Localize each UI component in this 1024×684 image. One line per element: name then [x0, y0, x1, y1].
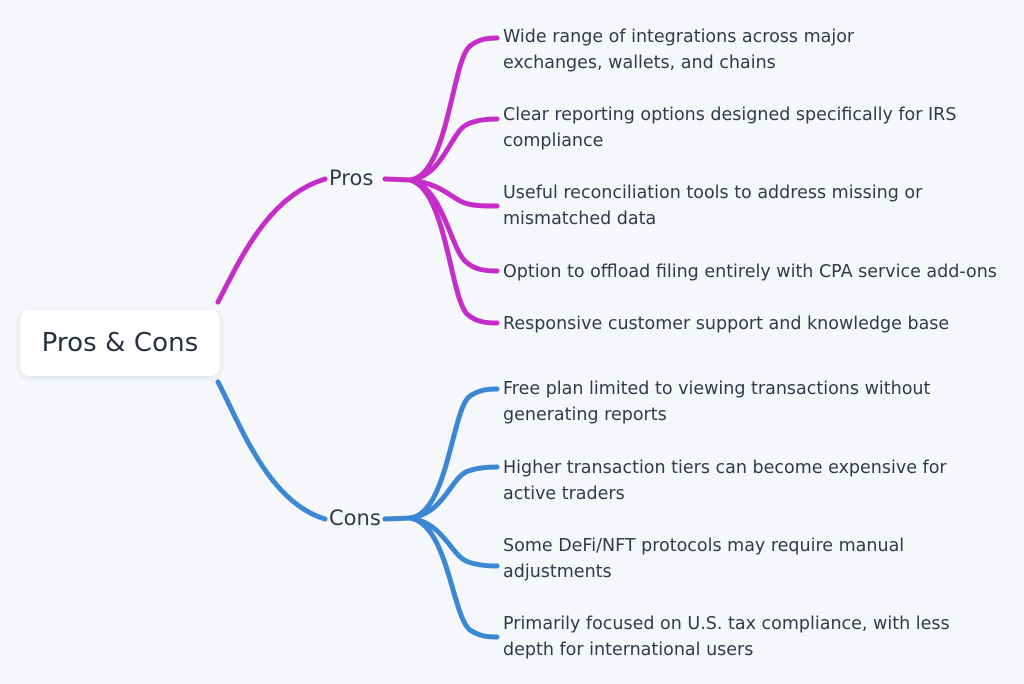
edge-pros-item-4: [407, 177, 500, 274]
edge-pros-item-2: [407, 116, 500, 183]
edge-cons-item-1: [407, 386, 500, 521]
branch-label-pros[interactable]: Pros: [329, 166, 374, 190]
edge-cons-stub: [382, 515, 415, 522]
leaf-pros-3[interactable]: Useful reconciliation tools to address m…: [503, 183, 923, 229]
leaf-pros-1[interactable]: Wide range of integrations across major …: [503, 27, 855, 73]
root-node-label: Pros & Cons: [41, 328, 199, 358]
edge-cons-item-4: [407, 515, 500, 640]
branch-label-cons[interactable]: Cons: [329, 506, 381, 530]
leaf-cons-3[interactable]: Some DeFi/NFT protocols may require manu…: [503, 536, 905, 582]
leaf-cons-1[interactable]: Free plan limited to viewing transaction…: [503, 379, 931, 425]
edge-pros-stub: [382, 176, 415, 183]
leaf-cons-4[interactable]: Primarily focused on U.S. tax compliance…: [503, 614, 950, 660]
edge-cons-item-3: [407, 515, 500, 569]
edge-pros-item-1: [407, 35, 500, 183]
edge-root-to-cons: [215, 379, 328, 522]
edge-root-to-pros: [215, 176, 328, 305]
edge-pros-item-5: [407, 177, 500, 326]
leaf-pros-5[interactable]: Responsive customer support and knowledg…: [503, 314, 950, 334]
leaf-cons-2[interactable]: Higher transaction tiers can become expe…: [503, 458, 947, 504]
leaf-pros-2[interactable]: Clear reporting options designed specifi…: [503, 105, 957, 151]
edge-cons-item-2: [407, 464, 500, 521]
leaf-pros-4[interactable]: Option to offload filing entirely with C…: [503, 262, 997, 282]
edge-pros-item-3: [407, 177, 500, 209]
root-node[interactable]: Pros & Cons: [20, 310, 220, 376]
